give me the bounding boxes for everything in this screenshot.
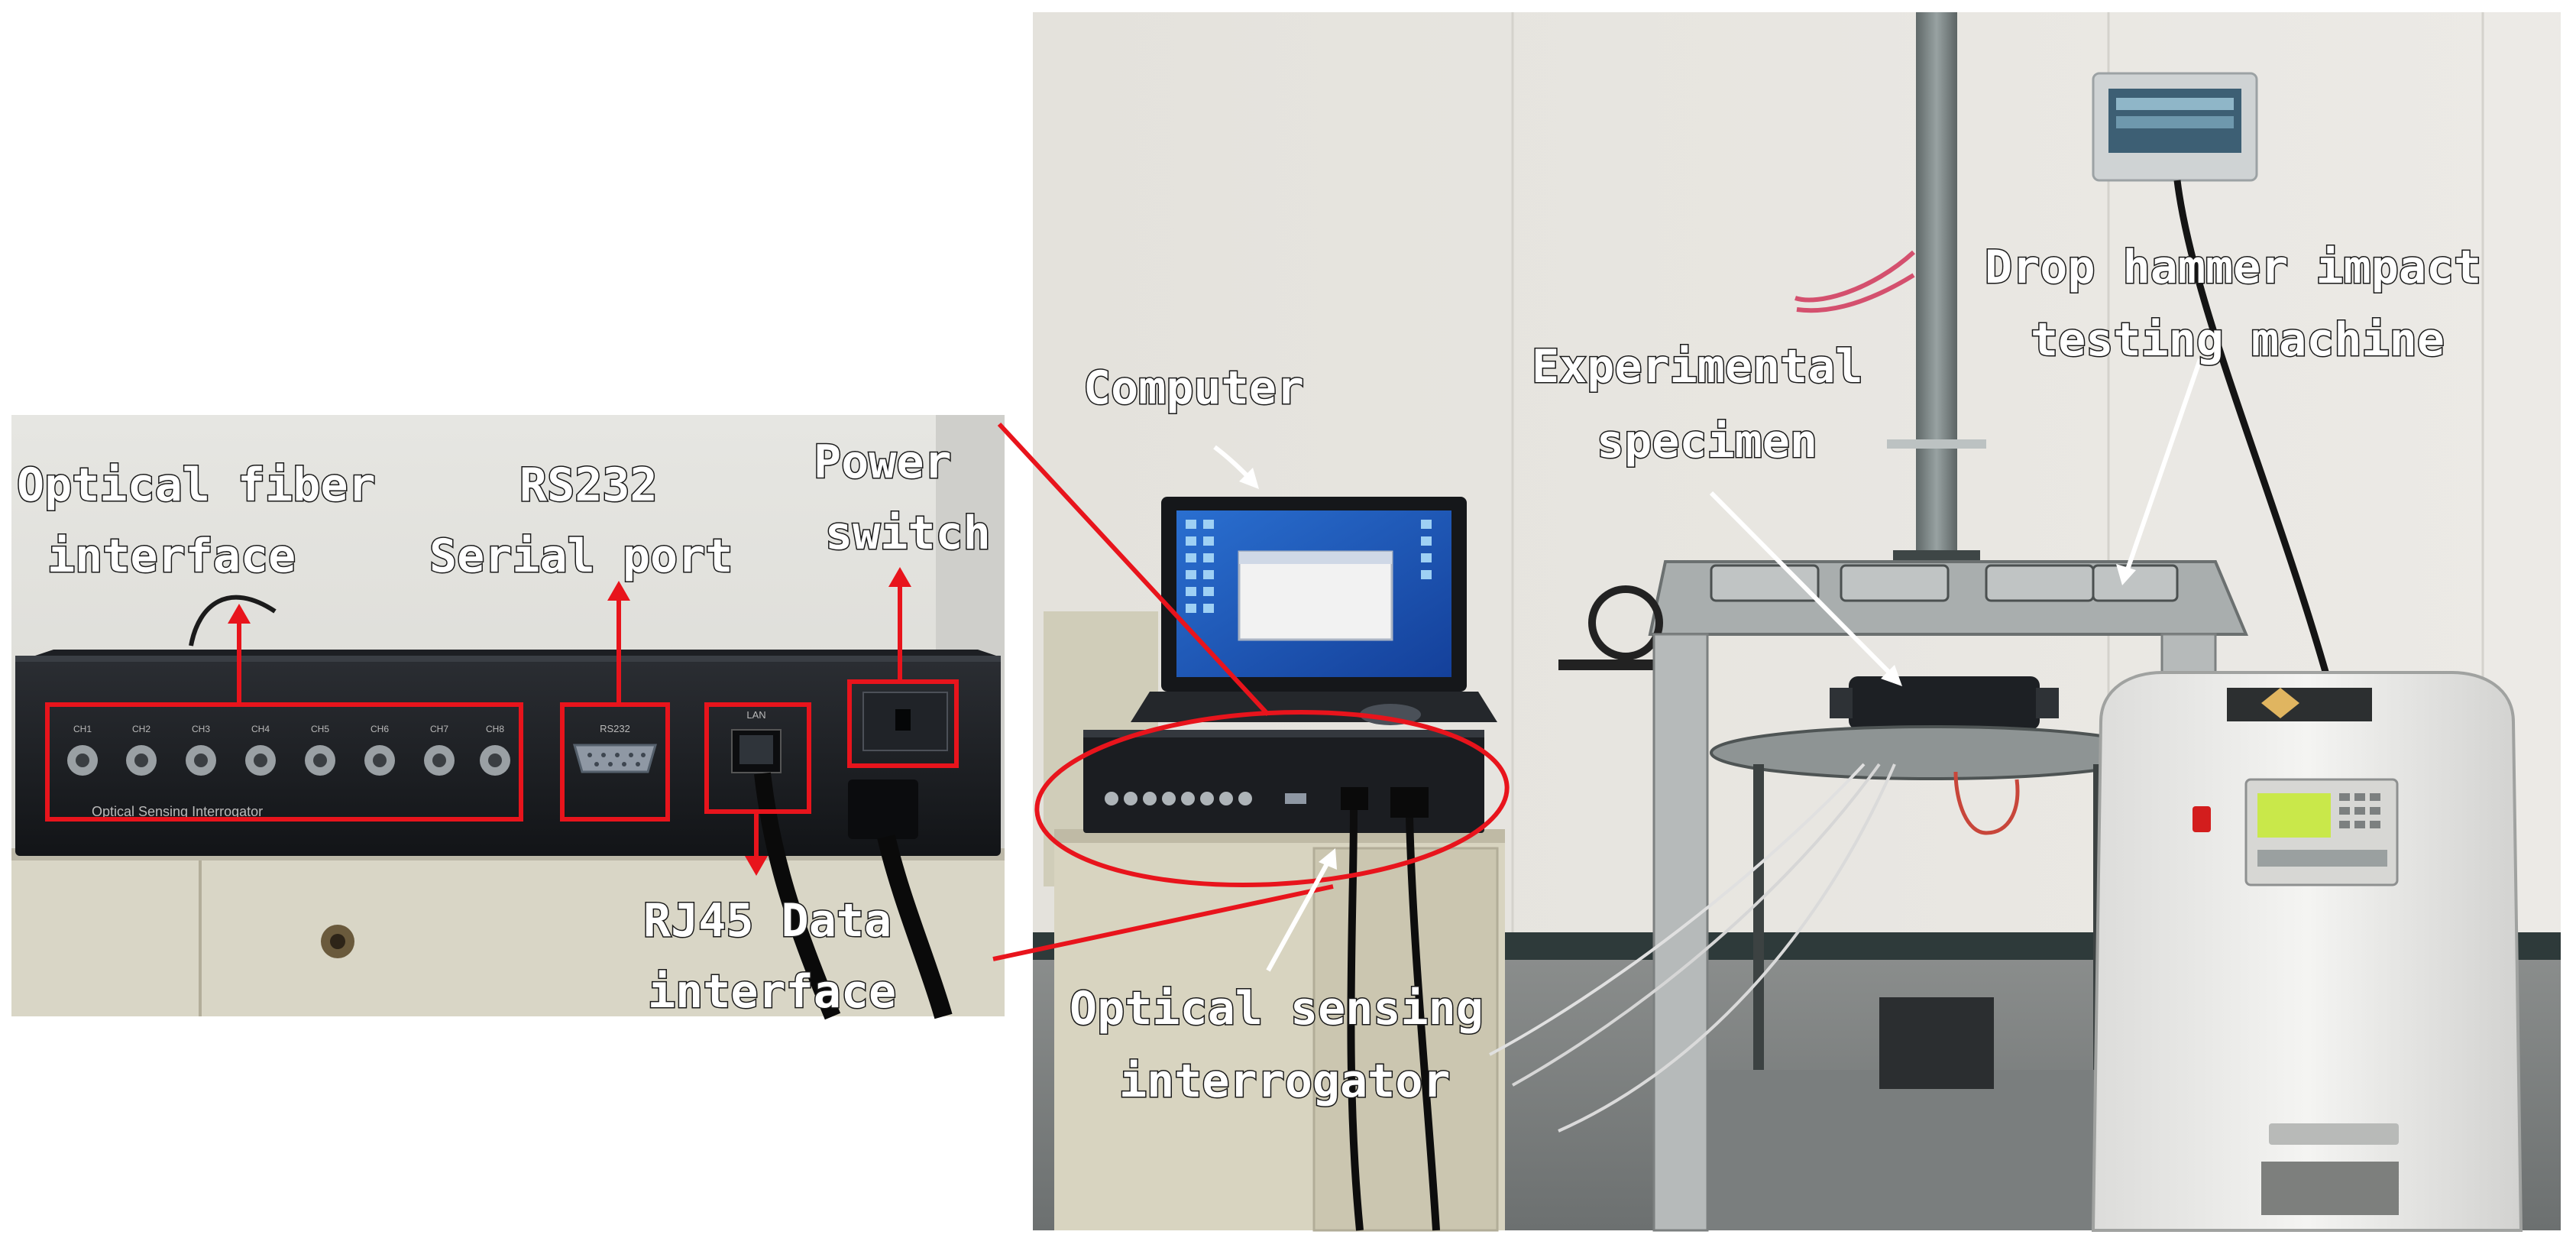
label-hammer-line1: Drop hammer impact — [1985, 241, 2481, 294]
label-interrogator-line1: Optical sensing — [1070, 982, 1484, 1035]
rs232-port-label: RS232 — [600, 723, 630, 734]
interrogator-on-desk — [1083, 730, 1484, 1231]
channel-label: CH6 — [371, 724, 389, 734]
channel-label: CH2 — [132, 724, 150, 734]
controller-cabinet — [2091, 671, 2523, 1232]
fiber-connector: CH8 — [480, 724, 510, 776]
label-rs232-line1: RS232 — [519, 459, 658, 512]
power-switch-box — [847, 679, 959, 768]
label-specimen-line1: Experimental — [1532, 340, 1862, 394]
wall-control-box — [2092, 72, 2334, 689]
pointer-interrogator — [1266, 848, 1337, 972]
laptop — [1131, 497, 1497, 725]
label-rs232-line2: Serial port — [429, 530, 733, 583]
label-fiber-line1: Optical fiber — [17, 459, 376, 512]
channel-label: CH7 — [430, 724, 448, 734]
fiber-connector: CH1 — [67, 724, 98, 776]
pointer-specimen — [1709, 491, 1902, 686]
label-rj45-line1: RJ45 Data — [643, 894, 892, 948]
channel-label: CH1 — [73, 724, 92, 734]
fiber-connector: CH5 — [305, 724, 335, 776]
rj45-box — [704, 702, 811, 814]
power-switch — [848, 692, 948, 839]
rj45-port: LAN — [731, 709, 782, 773]
emergency-button — [2193, 806, 2211, 832]
fiber-connector: CH4 — [245, 724, 276, 776]
label-specimen-line2: specimen — [1597, 415, 1817, 468]
fiber-connector: CH6 — [364, 724, 395, 776]
arrow-rs232 — [607, 581, 630, 703]
interrogator-highlight-ellipse — [1034, 709, 1510, 888]
label-power-line1: Power — [814, 436, 952, 489]
label-power-line2: switch — [825, 507, 991, 560]
fiber-connector: CH2 — [126, 724, 157, 776]
label-fiber-line2: interface — [47, 530, 296, 583]
arrow-power — [888, 567, 911, 680]
device-name-label: Optical Sensing Interrogator — [92, 804, 263, 819]
rs232-port: RS232 — [573, 723, 657, 773]
pointer-hammer — [2116, 358, 2202, 585]
label-computer: Computer — [1083, 361, 1304, 415]
label-rj45-line2: interface — [648, 965, 896, 1019]
fiber-connector: CH7 — [424, 724, 455, 776]
zoom-line-bottom — [992, 884, 1334, 961]
optical-fiber-connectors: CH1 CH2 CH3 CH4 CH5 — [67, 724, 510, 776]
label-hammer-line2: testing machine — [2031, 313, 2445, 367]
laboratory-photo — [1033, 12, 2561, 1232]
annotation-labels: Optical fiber interface RS232 Serial por… — [16, 240, 2483, 1110]
channel-label: CH4 — [251, 724, 270, 734]
label-interrogator-line2: interrogator — [1119, 1055, 1450, 1108]
fiber-interface-box — [45, 702, 523, 822]
lcd-display — [2257, 793, 2331, 838]
channel-label: CH5 — [311, 724, 329, 734]
channel-label: CH3 — [192, 724, 210, 734]
rs232-box — [560, 702, 670, 822]
fiber-connector: CH3 — [186, 724, 216, 776]
red-annotations — [45, 422, 1510, 961]
channel-label: CH8 — [486, 724, 504, 734]
zoom-line-top — [997, 422, 1270, 717]
pointer-computer — [1213, 445, 1259, 489]
arrow-rj45 — [745, 813, 768, 876]
white-pointer-arrows — [1213, 358, 2202, 972]
arrow-fiber — [228, 604, 251, 703]
lan-port-label: LAN — [746, 709, 765, 721]
